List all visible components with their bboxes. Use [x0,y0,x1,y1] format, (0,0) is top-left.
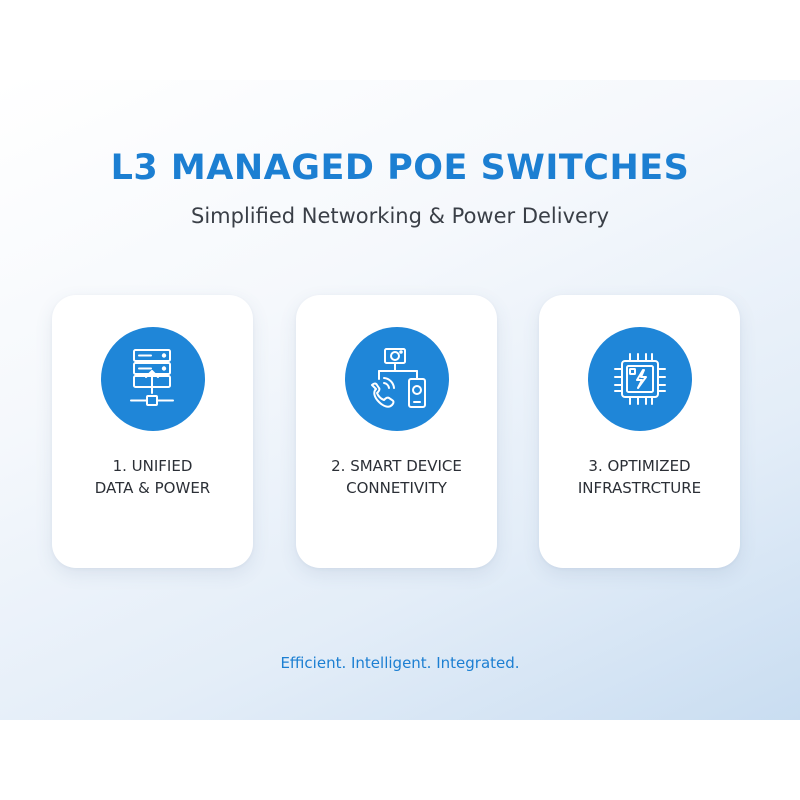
device-network-icon [371,348,426,408]
feature-label-line2: CONNETIVITY [346,479,447,497]
hero-panel: L3 MANAGED POE SWITCHES Simplified Netwo… [0,80,800,720]
chip-power-icon [614,353,666,405]
icon-badge [588,327,692,431]
feature-label: 1. UNIFIED DATA & POWER [52,455,253,499]
server-upload-icon [130,349,174,406]
feature-label: 2. SMART DEVICE CONNETIVITY [296,455,497,499]
page-title: L3 MANAGED POE SWITCHES [110,148,690,188]
feature-label-line1: 3. OPTIMIZED [588,457,691,475]
feature-label-line1: 2. SMART DEVICE [331,457,462,475]
feature-card-optimized: 3. OPTIMIZED INFRASTRCTURE [539,295,740,568]
feature-label-line2: DATA & POWER [94,479,211,497]
footer-tagline: Efficient. Intelligent. Integrated. [280,654,520,672]
icon-badge [345,327,449,431]
page-subtitle: Simplified Networking & Power Delivery [191,204,609,228]
feature-label: 3. OPTIMIZED INFRASTRCTURE [539,455,740,499]
feature-label-line1: 1. UNIFIED [112,457,193,475]
feature-card-unified: 1. UNIFIED DATA & POWER [52,295,253,568]
icon-badge [101,327,205,431]
feature-card-smart-device: 2. SMART DEVICE CONNETIVITY [296,295,497,568]
feature-label-line2: INFRASTRCTURE [577,479,702,497]
